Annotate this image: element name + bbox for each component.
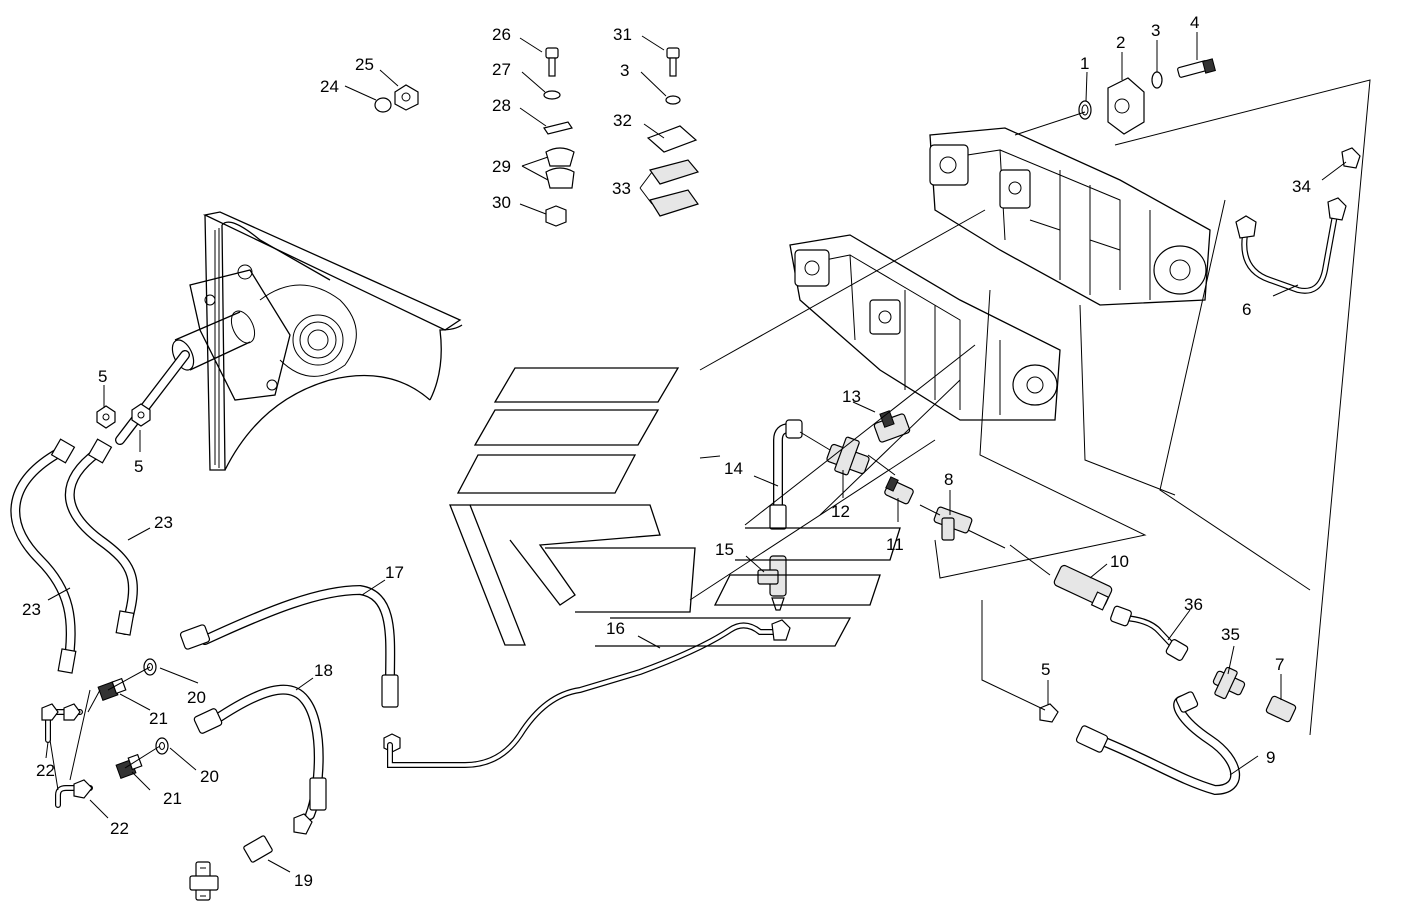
hose-18	[193, 684, 327, 835]
hose-9	[1039, 691, 1240, 796]
callout-27: 27	[492, 60, 511, 79]
pump-assembly-lower	[789, 234, 1061, 421]
callout-5: 5	[134, 457, 143, 476]
callout-19: 19	[294, 871, 313, 890]
callout-17: 17	[385, 563, 404, 582]
callout-33: 33	[612, 179, 631, 198]
callout-28: 28	[492, 96, 511, 115]
callout-23: 23	[22, 600, 41, 619]
callout-30: 30	[492, 193, 511, 212]
callout-29: 29	[492, 157, 511, 176]
callout-24: 24	[320, 77, 339, 96]
callout-8: 8	[944, 470, 953, 489]
callouts: 1 2 3 4 5 5 5 6 7 8 9 10 11 12 13 14 15 …	[22, 13, 1311, 890]
fitting-19	[189, 835, 273, 901]
callout-34: 34	[1292, 177, 1311, 196]
pipe-16	[387, 619, 791, 768]
fittings-20-21-22-upper	[41, 658, 157, 743]
assembly-lines	[49, 79, 1371, 791]
callout-1: 1	[1080, 54, 1089, 73]
callout-32: 32	[613, 111, 632, 130]
connector-11	[884, 476, 914, 505]
callout-15: 15	[715, 540, 734, 559]
callout-22: 22	[36, 761, 55, 780]
pipe-36	[1110, 605, 1189, 661]
callout-23: 23	[154, 513, 173, 532]
callout-21: 21	[163, 789, 182, 808]
callout-9: 9	[1266, 748, 1275, 767]
callout-16: 16	[606, 619, 625, 638]
callout-12: 12	[831, 502, 850, 521]
callout-3: 3	[1151, 21, 1160, 40]
clamp-kit-26-30	[543, 47, 575, 227]
callout-21: 21	[149, 709, 168, 728]
callout-20: 20	[187, 688, 206, 707]
pump-assembly-upper	[929, 127, 1211, 306]
callout-35: 35	[1221, 625, 1240, 644]
callout-13: 13	[842, 387, 861, 406]
fitting-5-pair	[96, 403, 151, 429]
callout-11: 11	[886, 535, 904, 554]
callout-7: 7	[1275, 655, 1284, 674]
nut-24-25	[374, 84, 419, 113]
tee-12	[826, 436, 870, 476]
tee-8	[933, 506, 973, 541]
flange-2-set	[1078, 58, 1216, 135]
callout-10: 10	[1110, 552, 1129, 571]
callout-20: 20	[200, 767, 219, 786]
callout-36: 36	[1184, 595, 1203, 614]
hose-17	[179, 584, 401, 753]
valve-10	[1053, 564, 1113, 611]
callout-6: 6	[1242, 300, 1251, 319]
tee-35	[1212, 666, 1246, 700]
fitting-7	[1265, 695, 1297, 723]
callout-5: 5	[1041, 660, 1050, 679]
callout-14: 14	[724, 459, 743, 478]
callout-26: 26	[492, 25, 511, 44]
callout-5: 5	[98, 367, 107, 386]
fan-housing	[171, 211, 463, 471]
mounting-plate	[449, 367, 901, 647]
callout-31: 31	[613, 25, 632, 44]
hose-23-pair	[10, 350, 190, 674]
callout-3: 3	[620, 61, 629, 80]
callout-22: 22	[110, 819, 129, 838]
callout-2: 2	[1116, 33, 1125, 52]
hose-14-and-tee-15	[757, 419, 803, 611]
connector-13	[873, 410, 911, 443]
callout-4: 4	[1190, 13, 1199, 32]
clamp-kit-31-33	[646, 47, 700, 217]
leader-lines	[45, 32, 1347, 873]
callout-25: 25	[355, 55, 374, 74]
callout-18: 18	[314, 661, 333, 680]
pipe-6	[1235, 147, 1361, 294]
fittings-20-21-22-lower	[55, 737, 169, 808]
